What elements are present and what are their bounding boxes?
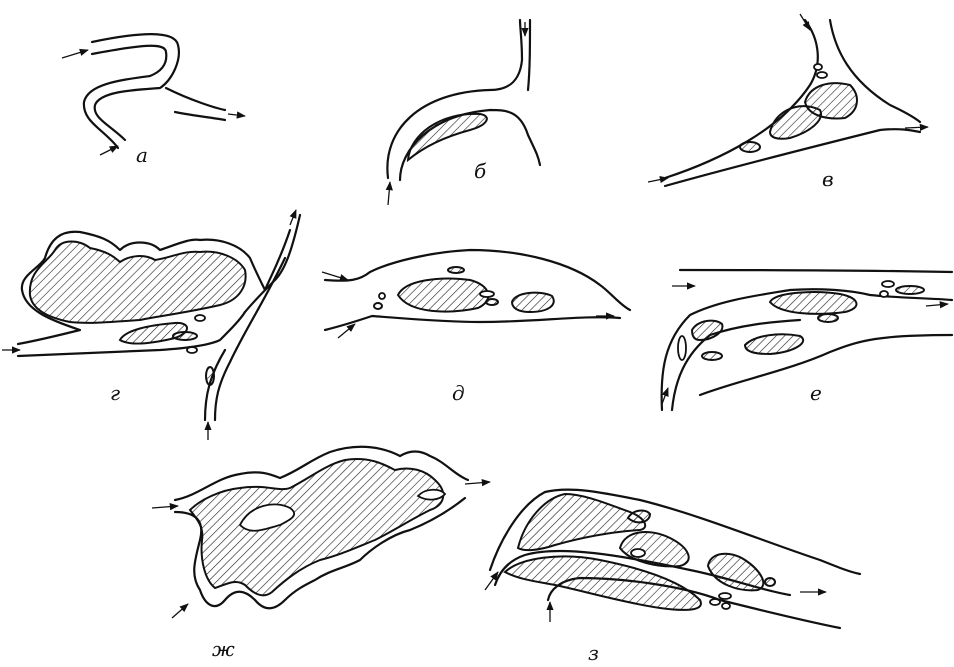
label-d: д — [452, 381, 465, 405]
label-zh: ж — [212, 637, 235, 661]
label-g: г — [110, 381, 120, 405]
panel-d: д — [322, 250, 630, 405]
panel-v: в — [648, 14, 928, 191]
panel-z: з — [485, 490, 860, 665]
label-v: в — [822, 167, 834, 191]
label-z: з — [588, 641, 599, 665]
label-e: е — [810, 381, 822, 405]
panel-g: г — [2, 210, 300, 440]
panel-zh: ж — [152, 447, 490, 661]
label-b: б — [474, 159, 487, 183]
panel-a: а — [62, 34, 245, 167]
panel-e: е — [662, 270, 952, 410]
panel-b: б — [387, 20, 540, 205]
label-a: а — [136, 143, 148, 167]
